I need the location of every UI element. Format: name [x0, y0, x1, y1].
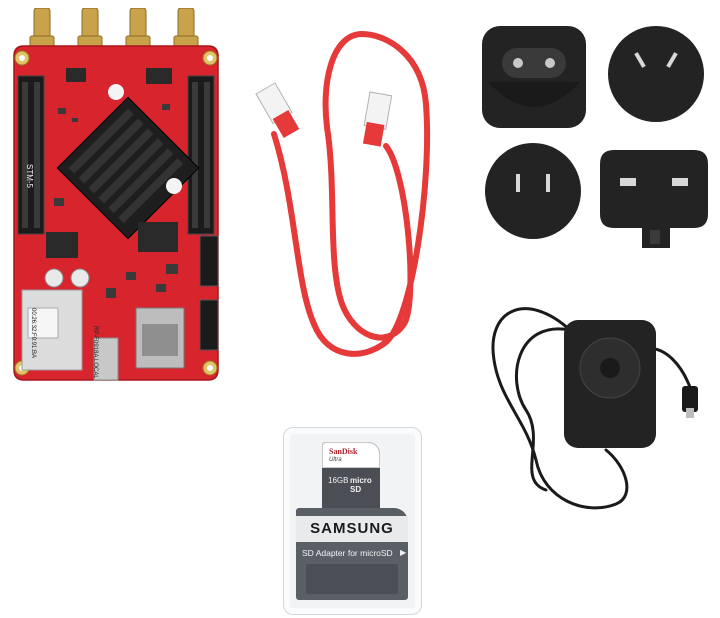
microsd-card: SanDisk Ultra 16GB micro SD	[322, 442, 380, 514]
plug-adapter-us	[482, 140, 584, 242]
sd-adapter-brand: SAMSUNG	[310, 520, 394, 537]
red-pitaya-board: STM-5 00:26:32:F0:91:BA RP-F0918A.LOCAL	[6, 8, 226, 388]
plug-adapter-au	[604, 22, 708, 126]
plug-adapter-eu	[478, 22, 590, 132]
board-label-stm: STM-5	[25, 164, 34, 188]
board-label-hostname: RP-F0918A.LOCAL	[92, 326, 98, 379]
plug-adapter-uk	[592, 138, 716, 262]
microsd-brand: SanDisk	[329, 447, 358, 456]
sma-connectors	[29, 8, 199, 49]
sd-card-case: SanDisk Ultra 16GB micro SD SAMSUNG SD A…	[283, 427, 422, 615]
sd-adapter-caption: SD Adapter for microSD	[302, 548, 393, 558]
sd-adapter-arrow-icon: ▶	[400, 548, 407, 557]
ethernet-cable	[236, 24, 456, 374]
cable-graphic	[255, 30, 431, 357]
board-graphic	[13, 8, 219, 381]
microsd-capacity: 16GB	[328, 476, 349, 485]
microsd-line: Ultra	[329, 457, 342, 463]
power-supply	[486, 290, 716, 522]
sd-adapter-slot	[306, 564, 398, 594]
microsd-logo: micro SD	[350, 476, 372, 494]
board-label-mac: 00:26:32:F0:91:BA	[30, 308, 36, 359]
sd-adapter: SAMSUNG SD Adapter for microSD ▶	[296, 508, 408, 600]
